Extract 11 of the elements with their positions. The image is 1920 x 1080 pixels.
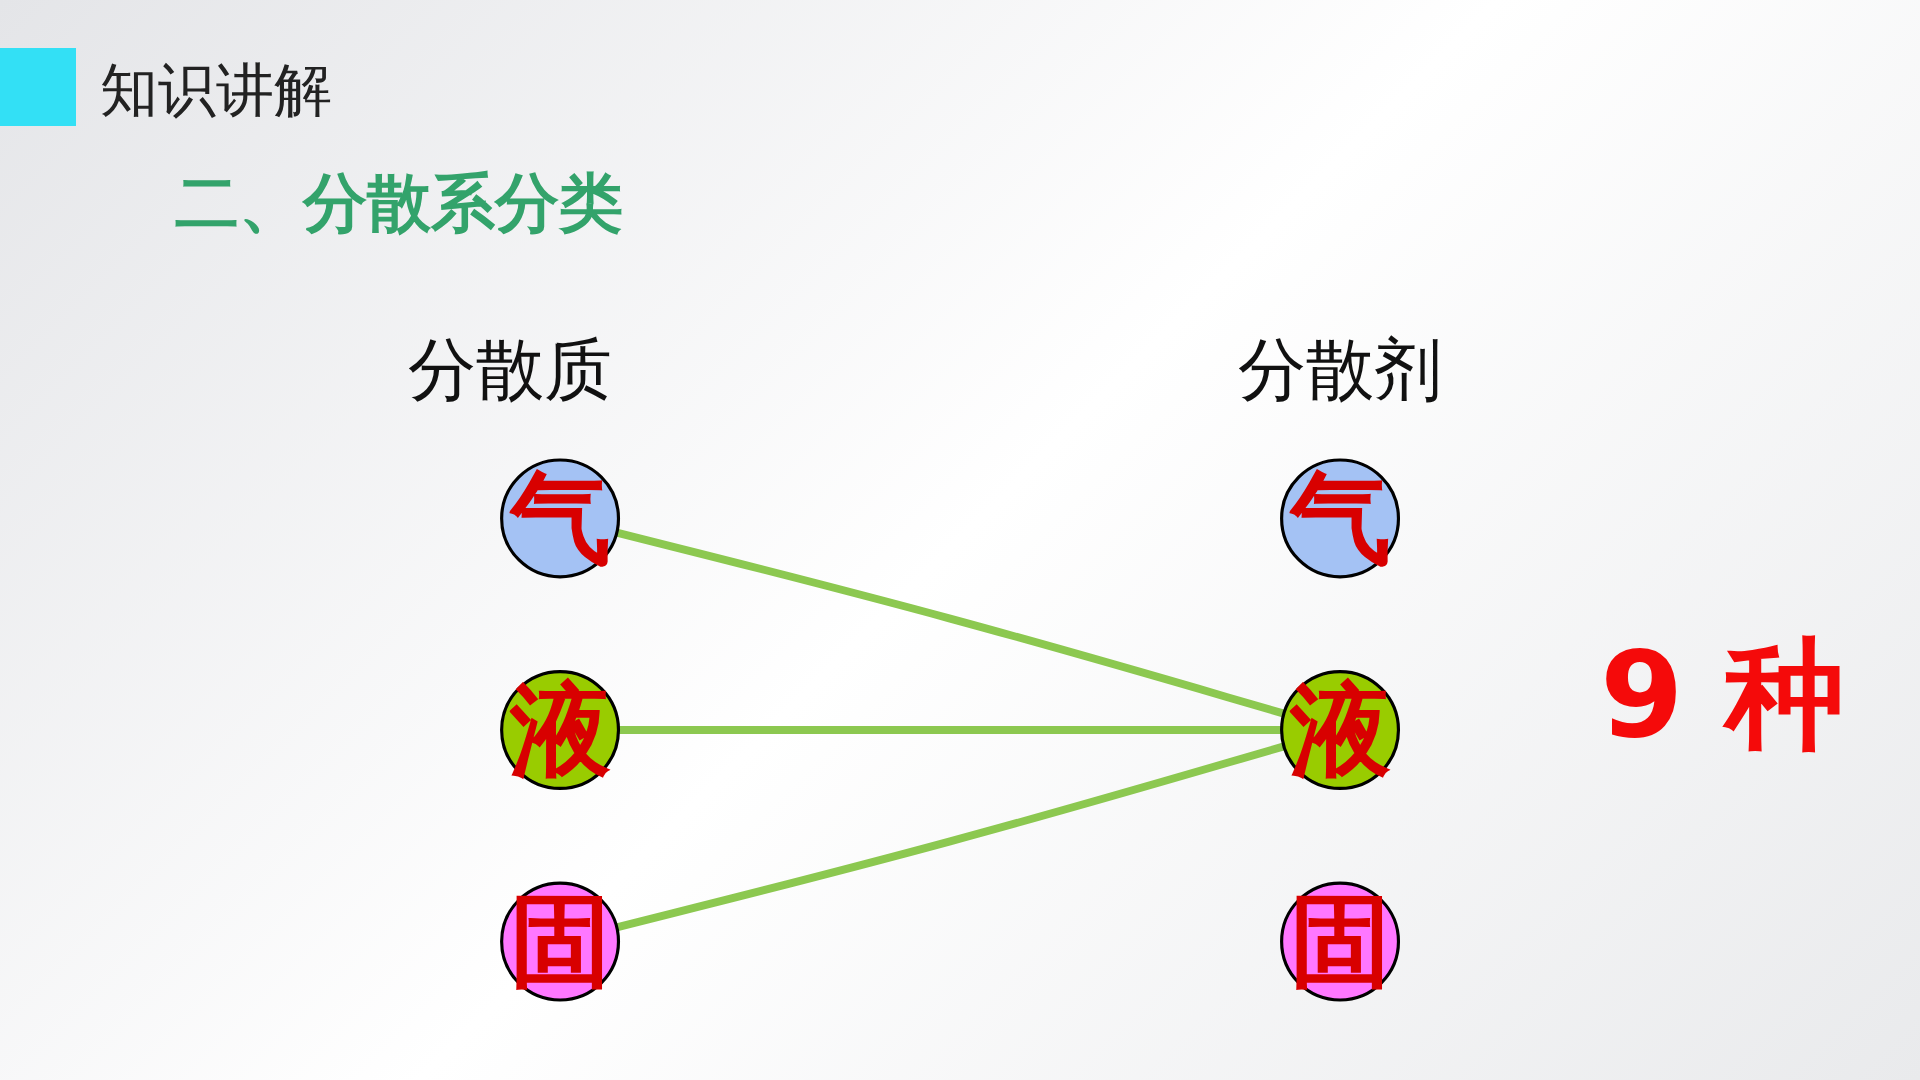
node-circle: 气 xyxy=(1280,458,1400,579)
node-circle: 固 xyxy=(500,881,620,1002)
heading: 知识讲解 xyxy=(100,55,332,126)
result-text: 9 种 xyxy=(1600,624,1846,766)
column-heading: 分散剂 xyxy=(1238,329,1442,411)
node-circle: 固 xyxy=(1280,881,1400,1002)
node-circle: 液 xyxy=(500,670,620,790)
section-title: 二、分散系分类 xyxy=(175,165,623,242)
node-circle: 液 xyxy=(1280,670,1400,790)
node-circle: 气 xyxy=(500,458,620,579)
column-heading: 分散质 xyxy=(408,329,612,411)
